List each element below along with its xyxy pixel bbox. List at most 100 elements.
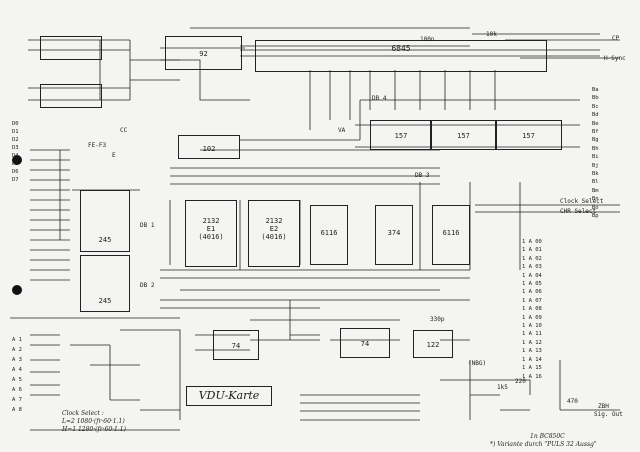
buffer-245-lower: 245 — [80, 255, 130, 312]
address-item: 1 A 16 — [522, 373, 542, 380]
opamp-box-2 — [40, 84, 102, 108]
ic-122-label: 122 — [426, 341, 440, 350]
address-item: 1 A 04 — [522, 272, 542, 279]
right-pin-item: Bl — [592, 179, 599, 186]
address-item: 1 A 14 — [522, 356, 542, 363]
label-res-top: 10k — [486, 31, 497, 38]
latch-3-label: 157 — [522, 132, 535, 141]
clock-select-line2: H=1 1280·(fr·60·1.1) — [62, 426, 126, 433]
label-e: E — [112, 152, 116, 159]
right-pin-item: Bd — [592, 112, 599, 119]
label-cap-right: 330p — [430, 316, 445, 323]
label-hsync: H-Sync — [604, 55, 626, 62]
label-out-right: Sig. Out — [594, 411, 623, 418]
label-fe-f3: FE-F3 — [88, 142, 107, 149]
ram-e2-label: 2132 E2 (4016) — [261, 217, 287, 242]
crtc-chip-label: 6845 — [391, 44, 411, 53]
left-bottom-item: A 4 — [12, 367, 22, 373]
left-input-item: D5 — [12, 161, 19, 167]
left-bottom-item: A 6 — [12, 387, 22, 393]
address-item: 1 A 08 — [522, 306, 542, 313]
ic-102-label: 102 — [202, 144, 216, 153]
ic-92-label: 92 — [199, 49, 208, 58]
right-pin-item: Bm — [592, 187, 599, 194]
buffer-245-lower-label: 245 — [98, 297, 112, 306]
left-bottom-list: A 1 A 2 A 3 A 4 A 5 A 6 A 7 A 8 — [12, 335, 22, 415]
left-input-item: D6 — [12, 169, 19, 175]
label-res2: 470 — [567, 398, 578, 405]
label-db2: DB 2 — [140, 282, 155, 289]
ic-374: 374 — [375, 205, 413, 265]
crtc-chip: 6845 — [255, 40, 547, 72]
label-db4: DB 4 — [372, 95, 387, 102]
address-item: 1 A 02 — [522, 255, 542, 262]
right-pin-item: Bi — [592, 154, 599, 161]
latch-2: 157 — [430, 120, 497, 150]
right-pin-item: Bh — [592, 145, 599, 152]
address-item: 1 A 06 — [522, 289, 542, 296]
left-bottom-item: A 5 — [12, 377, 22, 383]
address-item: 1 A 03 — [522, 264, 542, 271]
ic-122: 122 — [413, 330, 453, 358]
ram-e1: 2132 E1 (4016) — [185, 200, 237, 267]
left-bottom-item: A 8 — [12, 407, 22, 413]
punch-hole-top — [12, 155, 22, 165]
address-item: 1 A 10 — [522, 323, 542, 330]
buffer-245-upper: 245 — [80, 190, 130, 252]
address-item: 1 A 07 — [522, 297, 542, 304]
board-title: VDU-Karte — [186, 386, 272, 406]
right-pin-item: Ba — [592, 87, 599, 93]
left-input-item: D4 — [12, 153, 19, 159]
ic-74-a-label: 74 — [231, 342, 241, 351]
left-input-item: D0 — [12, 121, 19, 127]
left-bottom-item: A 3 — [12, 357, 22, 363]
ic-374-label: 374 — [387, 229, 401, 238]
right-pin-item: Be — [592, 120, 599, 127]
label-footnote: *) Variante durch "PULS 32 Aussg" — [490, 441, 597, 448]
address-item: 1 A 00 — [522, 239, 542, 245]
right-pin-item: Bp — [592, 213, 599, 220]
ic-102: 102 — [178, 135, 240, 159]
address-item: 1 A 13 — [522, 348, 542, 355]
label-res-mid: 220 — [515, 378, 526, 385]
address-item: 1 A 11 — [522, 331, 542, 338]
label-clock-select-right: Clock Select — [560, 198, 604, 205]
right-pin-item: Bb — [592, 95, 599, 102]
label-res1: 1k5 — [497, 384, 508, 391]
label-cp: CP — [612, 35, 620, 42]
label-cc: CC — [120, 127, 128, 134]
label-cap-out: 100n — [420, 36, 435, 43]
right-pin-item: Bk — [592, 171, 599, 178]
latch-1: 157 — [370, 120, 432, 150]
right-pin-item: Bj — [592, 162, 599, 169]
address-item: 1 A 12 — [522, 339, 542, 346]
label-zbh: ZBH — [598, 403, 609, 410]
label-va: VA — [338, 127, 346, 134]
right-pin-item: Bg — [592, 137, 599, 144]
ic-74-a: 74 — [213, 330, 259, 360]
ic-92: 92 — [165, 36, 242, 70]
ic-74-b-label: 74 — [360, 340, 370, 349]
buffer-245-upper-label: 245 — [98, 236, 112, 244]
opamp-box-1 — [40, 36, 102, 60]
left-input-item: D2 — [12, 137, 19, 143]
right-pin-item: Bn — [592, 196, 599, 203]
address-item: 1 A 05 — [522, 281, 542, 288]
latch-3: 157 — [495, 120, 562, 150]
ic-6116-a-label: 6116 — [320, 229, 338, 238]
left-bottom-item: A 2 — [12, 347, 22, 353]
label-transistor: 1n BC850C — [530, 433, 565, 440]
ram-e2: 2132 E2 (4016) — [248, 200, 300, 267]
left-bottom-item: A 7 — [12, 397, 22, 403]
left-bottom-item: A 1 — [12, 337, 22, 343]
left-input-item: D1 — [12, 129, 19, 135]
ic-6116-b: 6116 — [432, 205, 470, 265]
label-nbg: (NBG) — [468, 360, 487, 367]
right-pin-item: Bo — [592, 204, 599, 211]
label-db3: DB 3 — [415, 172, 430, 179]
latch-1-label: 157 — [394, 132, 408, 141]
